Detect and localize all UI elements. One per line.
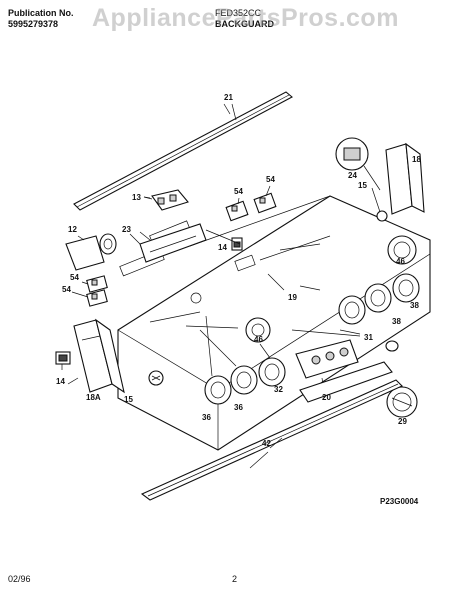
part-knob-36-b bbox=[230, 365, 258, 395]
part-knob-32 bbox=[258, 357, 286, 387]
part-indicator-light-24 bbox=[335, 137, 381, 191]
diagram-code: P23G0004 bbox=[380, 497, 419, 506]
callout-54-top-a: 54 bbox=[234, 187, 243, 196]
callout-31: 31 bbox=[364, 333, 373, 342]
part-knob-31 bbox=[385, 340, 399, 352]
model-number: FED352CC bbox=[215, 8, 262, 18]
publication-label: Publication No. bbox=[8, 8, 74, 18]
callout-54-top-b: 54 bbox=[266, 175, 275, 184]
callout-32: 32 bbox=[274, 385, 283, 394]
part-switch-54-left bbox=[71, 275, 108, 307]
callout-54-left-b: 54 bbox=[62, 285, 71, 294]
callout-24: 24 bbox=[348, 171, 357, 180]
part-bracket-23 bbox=[139, 223, 207, 263]
callout-13: 13 bbox=[132, 193, 141, 202]
callout-54-left-a: 54 bbox=[70, 273, 79, 282]
part-knob-46-right bbox=[387, 235, 417, 265]
part-screw-15-right bbox=[371, 187, 388, 222]
callout-38-a: 38 bbox=[410, 301, 419, 310]
callout-15-left: 15 bbox=[124, 395, 133, 404]
part-backguard-panel bbox=[117, 195, 431, 451]
part-knob-38-c bbox=[338, 295, 366, 325]
part-knob-46-left bbox=[245, 317, 271, 343]
callout-18: 18 bbox=[412, 155, 421, 164]
part-terminal-block-12 bbox=[65, 233, 117, 271]
callout-15-right: 15 bbox=[358, 181, 367, 190]
callout-38-b: 38 bbox=[392, 317, 401, 326]
part-bottom-trim-42 bbox=[140, 379, 403, 501]
part-side-bracket-18a bbox=[73, 318, 125, 394]
callout-12: 12 bbox=[68, 225, 77, 234]
part-clip-14-left bbox=[55, 351, 71, 370]
part-bracket-13 bbox=[143, 189, 189, 211]
part-trim-strip bbox=[73, 91, 293, 211]
callout-20: 20 bbox=[322, 393, 331, 402]
callout-42: 42 bbox=[262, 439, 271, 448]
publication-number: 5995279378 bbox=[8, 19, 59, 29]
part-trim-bar-20 bbox=[299, 361, 393, 403]
callout-19: 19 bbox=[288, 293, 297, 302]
callout-46-left: 46 bbox=[254, 335, 263, 344]
part-knob-29 bbox=[386, 386, 418, 418]
callout-14-left: 14 bbox=[56, 377, 65, 386]
part-switch-54-top bbox=[225, 185, 277, 222]
callout-18a: 18A bbox=[86, 393, 101, 402]
leader-lines bbox=[67, 103, 361, 449]
part-knob-38-a bbox=[392, 273, 420, 303]
callout-36-a: 36 bbox=[202, 413, 211, 422]
watermark-text: AppliancePartsPros.com bbox=[92, 4, 399, 32]
part-side-bracket-18 bbox=[385, 142, 425, 215]
callout-29: 29 bbox=[398, 417, 407, 426]
callout-23: 23 bbox=[122, 225, 131, 234]
part-control-module-20 bbox=[295, 339, 359, 393]
section-title: BACKGUARD bbox=[215, 19, 274, 29]
part-clip-14 bbox=[231, 237, 243, 251]
callout-36-b: 36 bbox=[234, 403, 243, 412]
callout-46-right: 46 bbox=[396, 257, 405, 266]
footer-page: 2 bbox=[232, 574, 238, 584]
part-knob-36-a bbox=[204, 375, 232, 405]
callout-14-centre: 14 bbox=[218, 243, 227, 252]
part-knob-38-b bbox=[364, 283, 392, 313]
callout-21: 21 bbox=[224, 93, 233, 102]
footer-date: 02/96 bbox=[8, 574, 31, 584]
part-screw-15-left bbox=[148, 370, 164, 386]
